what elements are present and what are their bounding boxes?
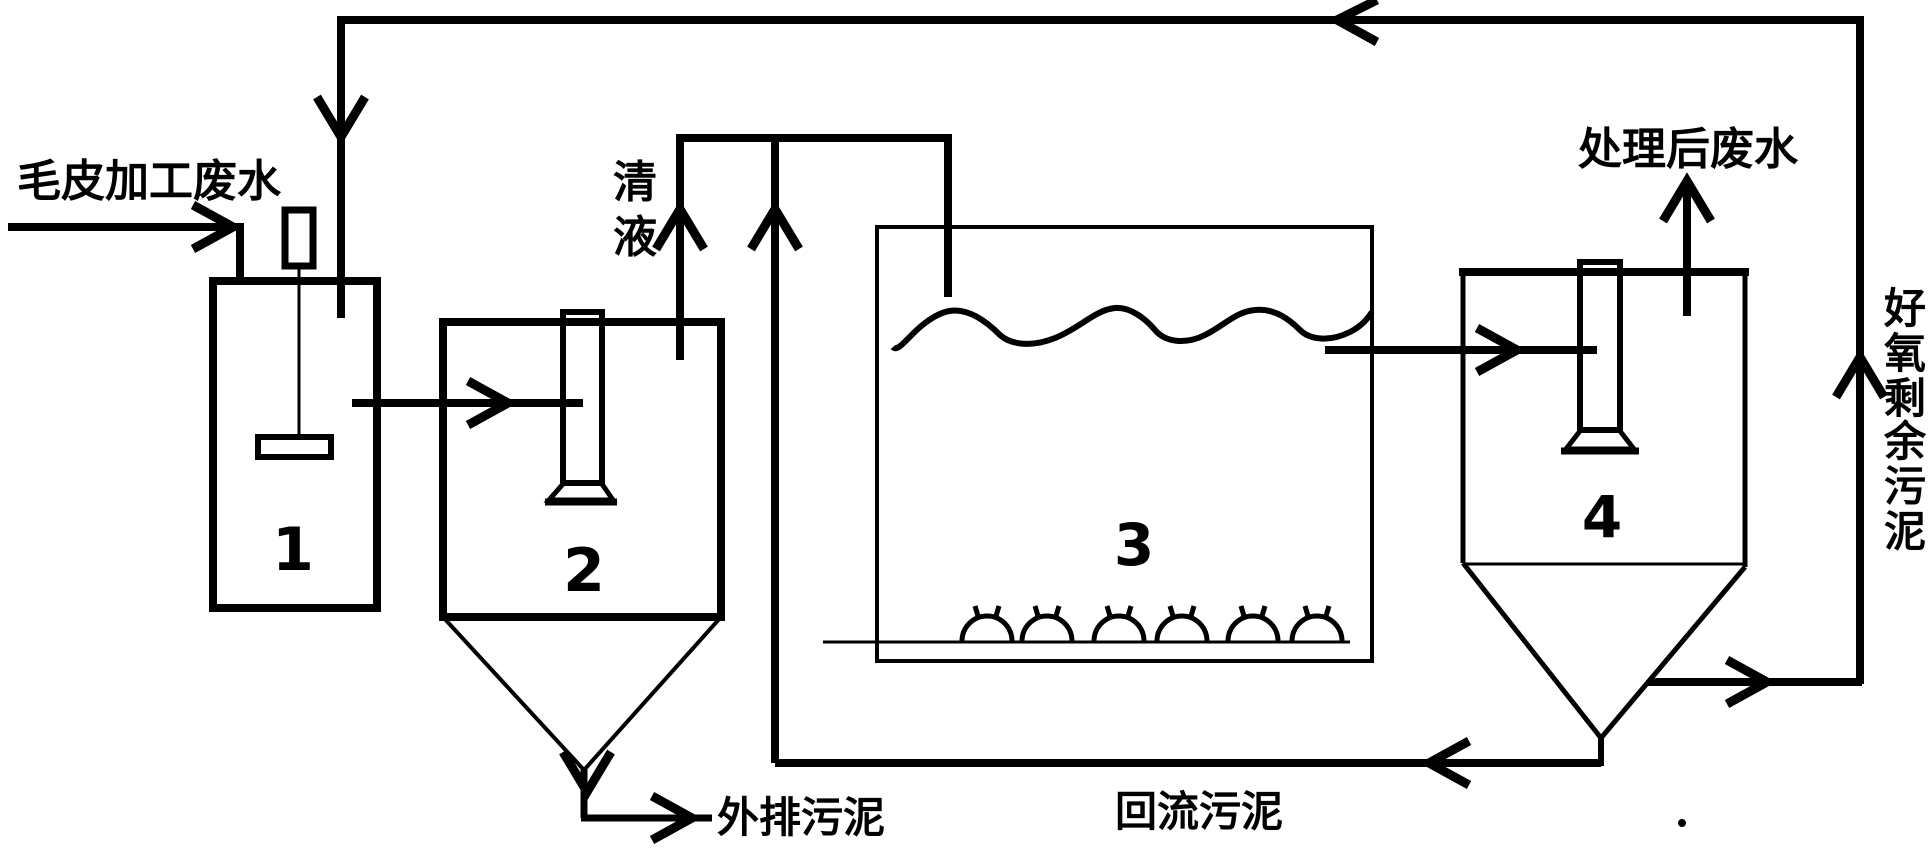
excess-sludge-char-3: 剩 <box>1884 374 1926 423</box>
diffuser-dome-4 <box>1154 605 1210 642</box>
tank-2-cone-right <box>582 615 723 772</box>
excess-sludge-char-2: 氧 <box>1884 329 1926 378</box>
tank-2-label: 2 <box>563 536 605 606</box>
tank-1-group: 1 <box>209 206 381 612</box>
excess-sludge-char-1: 好 <box>1883 284 1926 333</box>
tank-3-group: 3 <box>823 225 1375 663</box>
discharged-sludge-label: 外排污泥 <box>717 793 885 842</box>
tank-3-label: 3 <box>1114 511 1154 579</box>
tank-4-cone-right <box>1599 565 1747 740</box>
excess-sludge-char-6: 泥 <box>1884 507 1926 556</box>
arrowhead-return-riser-up <box>747 200 803 252</box>
arrowhead-waste-sludge-right <box>649 792 702 844</box>
tank-2-outline <box>439 318 725 621</box>
tank-2-center-well <box>560 309 605 486</box>
stirrer-paddle <box>255 434 334 460</box>
tank-2-cone-left <box>441 615 586 772</box>
diffuser-dome-2 <box>1019 605 1075 642</box>
tank-4-group: 4 <box>1459 259 1749 740</box>
arrowhead-recycle-down <box>313 94 369 146</box>
text-labels: 毛皮加工废水 清 液 处理后废水 好 氧 剩 余 污 泥 外排污泥 回流污泥 <box>17 124 1927 842</box>
return-sludge-label: 回流污泥 <box>1115 787 1283 836</box>
tank-4-center-well <box>1577 259 1623 433</box>
arrowhead-right-riser-up <box>1832 348 1888 400</box>
tank-4-cone-left <box>1461 561 1603 740</box>
tank-4-well-bell <box>1560 429 1640 452</box>
arrowhead-treated-effluent-up <box>1659 172 1715 224</box>
arrowhead-excess-sludge-right <box>1724 656 1777 708</box>
clarified-liquid-char-1: 清 <box>613 157 657 208</box>
ink-dot <box>1678 819 1686 827</box>
arrowhead-return-bottom-left <box>1419 737 1472 789</box>
stirrer-motor <box>281 206 317 270</box>
tank-1-label: 1 <box>272 515 314 585</box>
tank-3-outline <box>875 225 1374 663</box>
arrowhead-tank1-to-tank2-right <box>465 377 518 429</box>
treated-effluent-label: 处理后废水 <box>1578 124 1799 175</box>
excess-sludge-char-5: 污 <box>1884 462 1926 511</box>
arrowhead-waste-sludge-down <box>559 749 615 801</box>
tank-2-well-bell <box>543 482 618 503</box>
influent-label: 毛皮加工废水 <box>17 156 282 207</box>
arrowheads <box>190 0 1888 844</box>
arrowhead-influent-right <box>190 201 243 253</box>
tank-1-outline <box>209 277 381 612</box>
diffuser-dome-6 <box>1289 605 1345 642</box>
diffuser-dome-5 <box>1225 605 1281 642</box>
arrowhead-clarified-up <box>652 200 708 252</box>
tank-2-group: 2 <box>439 309 725 772</box>
arrowhead-tank3-to-tank4-right <box>1474 324 1527 376</box>
diffuser-dome-1 <box>959 605 1015 642</box>
clarified-liquid-char-2: 液 <box>613 212 657 263</box>
water-surface-wave <box>890 304 1375 352</box>
tank-4-label: 4 <box>1582 483 1622 551</box>
excess-sludge-char-4: 余 <box>1883 417 1927 466</box>
arrowhead-top-recycle-left <box>1327 0 1380 46</box>
diffuser-dome-3 <box>1091 605 1147 642</box>
